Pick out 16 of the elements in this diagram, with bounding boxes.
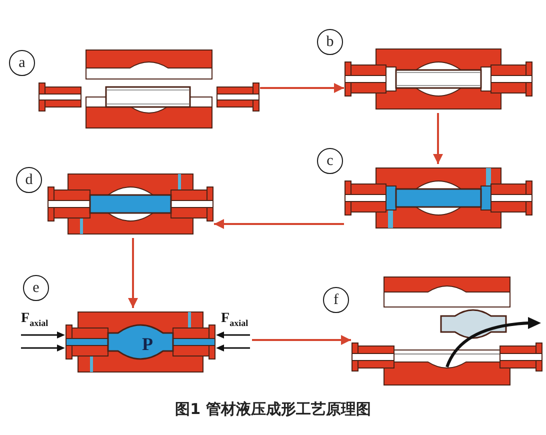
arrow: [128, 238, 138, 308]
arrow: [433, 113, 443, 164]
circled-letter: b: [317, 29, 343, 55]
arrow: [252, 335, 351, 345]
circled-letter: f: [323, 287, 349, 313]
circled-letter: d: [16, 167, 42, 193]
circled-letter: a: [9, 50, 35, 76]
pressure-label: P: [142, 335, 153, 353]
circled-letter: e: [23, 275, 49, 301]
open-die-with-tube-illustration: [38, 48, 260, 130]
circled-letter: c: [317, 148, 343, 174]
force-label: F$_{axial}$: [221, 312, 248, 328]
figure-caption: 图1 管材液压成形工艺原理图: [174, 400, 372, 419]
force-label: F$_{axial}$: [21, 312, 48, 328]
arrow: [214, 219, 344, 229]
arrow: [260, 83, 344, 93]
